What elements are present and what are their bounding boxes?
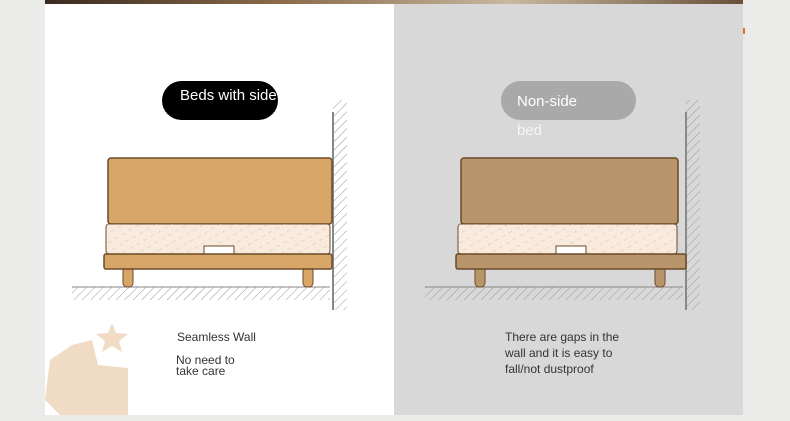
wall: [333, 100, 347, 310]
non-side-bed: [425, 100, 700, 310]
bed-base: [103, 253, 333, 270]
wall: [686, 100, 700, 310]
title-line-1: Non-side: [517, 93, 578, 110]
accent-mark: [742, 28, 745, 34]
title-badge: Non-side bed: [501, 81, 636, 138]
caption: Seamless Wall: [177, 330, 256, 344]
bed-base: [455, 253, 687, 270]
thumbs-up-icon: [45, 323, 128, 415]
floor: [72, 287, 330, 300]
headboard: [460, 157, 679, 225]
title-badge: Beds with side: [162, 81, 278, 120]
caption: There are gaps in the wall and it is eas…: [505, 330, 620, 376]
note: No need to take care: [176, 353, 235, 378]
mattress-label: [555, 245, 587, 255]
floor: [425, 287, 683, 300]
mattress-label: [203, 245, 235, 255]
headboard: [107, 157, 333, 225]
title-line-2: bed: [517, 122, 543, 139]
top-photo-strip: [45, 0, 743, 4]
bed-with-side: [72, 100, 347, 310]
